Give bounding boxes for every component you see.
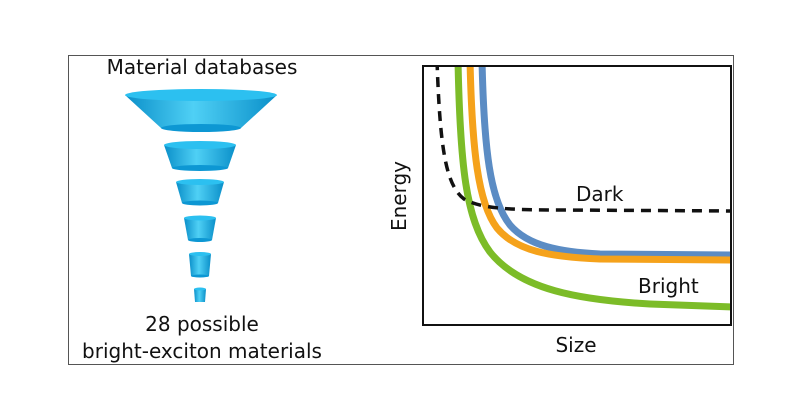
blue-curve bbox=[478, 67, 730, 259]
green-curve bbox=[454, 67, 730, 311]
funnel-stage-6 bbox=[194, 287, 206, 302]
funnel: Material databases bbox=[82, 55, 322, 363]
energy-size-plot: Dark Bright Size Energy bbox=[387, 65, 732, 357]
y-axis-label: Energy bbox=[387, 161, 411, 231]
funnel-stage-3 bbox=[176, 179, 224, 206]
funnel-bottom-label-line1: 28 possible bbox=[145, 312, 259, 336]
funnel-stage-4 bbox=[184, 215, 216, 242]
dark-curve-label: Dark bbox=[576, 182, 624, 206]
funnel-bottom-label-line2: bright-exciton materials bbox=[82, 339, 322, 363]
dark-dashed-curve bbox=[435, 67, 730, 213]
funnel-stage-2 bbox=[164, 141, 236, 171]
funnel-stage-5 bbox=[189, 252, 211, 278]
x-axis-label: Size bbox=[555, 333, 596, 357]
bright-curve-label: Bright bbox=[638, 274, 699, 298]
funnel-stage-1 bbox=[125, 89, 277, 132]
orange-curve bbox=[466, 67, 730, 264]
funnel-top-label: Material databases bbox=[107, 55, 298, 79]
